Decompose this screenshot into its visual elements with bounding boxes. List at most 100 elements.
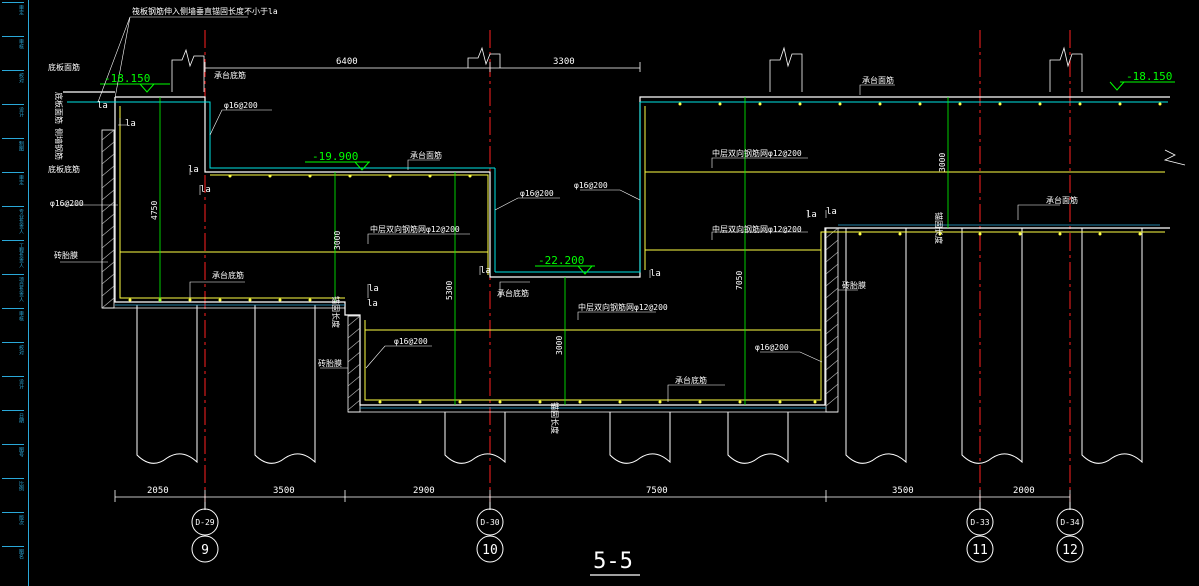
break-marks — [171, 46, 1186, 166]
la-text-10: la — [826, 207, 837, 217]
axis-num-1: 9 — [201, 543, 209, 558]
strip-cell: 审定 — [2, 2, 24, 35]
rebar-label-c: φ16@200 — [520, 189, 554, 198]
la-text-3: la — [188, 165, 199, 175]
axis-bubbles — [191, 502, 1084, 563]
strip-cell: 审核 — [2, 36, 24, 69]
cushion-layer — [115, 224, 1160, 409]
la-text-8: la — [650, 269, 661, 279]
strip-cell: 制图 — [2, 138, 24, 171]
dim-bottom-1: 2050 — [147, 486, 169, 496]
level-markers — [100, 81, 1175, 275]
rebar-dots — [128, 102, 1162, 404]
rebar-label-a: φ16@200 — [224, 101, 258, 110]
mesh-label-c: 中层双向钢筋网φ12@200 — [370, 224, 460, 234]
strip-cell: 专业负责人 — [2, 206, 24, 239]
axis-labels: D-29 D-30 D-33 D-34 — [195, 518, 1079, 527]
rebar-yellow — [119, 106, 1165, 401]
dim-bottom-3: 2900 — [413, 486, 435, 496]
elevation-mid: -19.900 — [312, 150, 358, 163]
axis-tag-3: D-33 — [970, 518, 989, 527]
cap-top-label-a: 承台面筋 — [410, 150, 442, 160]
strip-cell: 图号 — [2, 444, 24, 477]
axis-numbers: 9 10 11 12 — [201, 543, 1078, 558]
elevation-text: -18.150 -18.150 -19.900 -22.200 — [104, 70, 1172, 267]
mesh-label-b: 中层双向钢筋网φ12@200 — [712, 224, 802, 234]
axis-tag-1: D-29 — [195, 518, 214, 527]
strip-cell: 项目负责人 — [2, 274, 24, 307]
rebar-label-e: φ16@200 — [394, 337, 428, 346]
leaders — [60, 16, 1060, 402]
vertical-dims — [159, 97, 949, 405]
la-text-9: la — [806, 210, 817, 220]
anchor-label-a: 锚固长度 — [331, 296, 341, 328]
dim-v-5: 7050 — [735, 271, 744, 290]
axis-tag-2: D-30 — [480, 518, 499, 527]
anchor-label-b: 锚固长度 — [550, 402, 560, 434]
axis-tag-4: D-34 — [1060, 518, 1079, 527]
la-text-2: la — [125, 119, 136, 129]
rebar-label-d: φ16@200 — [574, 181, 608, 190]
hatch-lines — [101, 129, 839, 411]
dim-v-2: 3000 — [333, 231, 342, 250]
strip-cell: 比例 — [2, 478, 24, 511]
la-text-7: la — [480, 266, 491, 276]
dim-bottom-4: 7500 — [646, 486, 668, 496]
piles — [136, 228, 1143, 464]
strip-cell: 设计 — [2, 376, 24, 409]
strip-cell: 版次 — [2, 512, 24, 545]
edge-label-2: 底板面筋 — [54, 92, 64, 124]
cap-top-label-c: 承台面筋 — [1046, 195, 1078, 205]
top-note: 筏板钢筋伸入侧墙垂直锚固长度不小于la — [132, 6, 278, 16]
dim-bottom-6: 2000 — [1013, 486, 1035, 496]
anchor-label-c: 锚固长度 — [934, 212, 944, 244]
cap-top-label-b: 承台面筋 — [862, 75, 894, 85]
rebar-label-b: φ16@200 — [50, 199, 84, 208]
section-title: 5-5 — [593, 549, 633, 574]
edge-label-3: 侧墙钢筋 — [54, 128, 64, 160]
title-block-strip: 审定 审核 校对 设计 制图 审定 专业负责人 工程负责人 项目负责人 审核 校… — [0, 0, 29, 586]
mesh-label-d: 中层双向钢筋网φ12@200 — [578, 302, 668, 312]
strip-cell: 日期 — [2, 410, 24, 443]
elevation-pit: -22.200 — [538, 254, 584, 267]
la-marks — [118, 118, 827, 298]
brick-mould — [101, 129, 839, 413]
cap-bot-label-a: 承台底筋 — [212, 270, 244, 280]
dim-bottom-2: 3500 — [273, 486, 295, 496]
strip-cell: 校对 — [2, 342, 24, 375]
top-dim-line — [204, 62, 641, 72]
elevation-top-left: -18.150 — [104, 72, 150, 85]
axis-num-2: 10 — [482, 543, 498, 558]
cap-bot-label-b: 承台底筋 — [497, 288, 529, 298]
brick-label-a: 砖胎膜 — [54, 250, 78, 260]
strip-cell: 设计 — [2, 104, 24, 137]
bottom-dim-line — [114, 490, 1071, 502]
cap-bot-label-d: 承台底筋 — [214, 70, 246, 80]
axis-num-4: 12 — [1062, 543, 1078, 558]
strip-cell: 工程负责人 — [2, 240, 24, 273]
la-text-5: la — [368, 284, 379, 294]
dim-text: 6400 3300 2050 3500 2900 7500 3500 2000 — [147, 57, 1035, 496]
dim-top-1: 6400 — [336, 57, 358, 67]
dim-bottom-5: 3500 — [892, 486, 914, 496]
brick-label-c: 砖胎膜 — [842, 280, 866, 290]
note-text: 筏板钢筋伸入侧墙垂直锚固长度不小于la 底板面筋 底板面筋 侧墙钢筋 底板底筋 … — [48, 6, 1078, 434]
la-text-1: la — [97, 101, 108, 111]
vertical-dim-text: 4750 3000 5300 3000 7050 3000 — [150, 153, 947, 355]
rebar-label-f: φ16@200 — [755, 343, 789, 352]
mesh-label-a: 中层双向钢筋网φ12@200 — [712, 148, 802, 158]
axis-num-3: 11 — [972, 543, 988, 558]
edge-label-4: 底板底筋 — [48, 164, 80, 174]
dim-v-1: 4750 — [150, 201, 159, 220]
strip-cell: 校对 — [2, 70, 24, 103]
dim-top-2: 3300 — [553, 57, 575, 67]
elevation-top-right: -18.150 — [1126, 70, 1172, 83]
strip-cell: 审定 — [2, 172, 24, 205]
la-text: la la la la la la la la la la — [97, 101, 837, 309]
la-text-4: la — [200, 185, 211, 195]
dim-v-6: 3000 — [938, 153, 947, 172]
dim-v-3: 5300 — [445, 281, 454, 300]
strip-cell: 图名 — [2, 546, 24, 579]
axis-lines — [204, 30, 1071, 510]
